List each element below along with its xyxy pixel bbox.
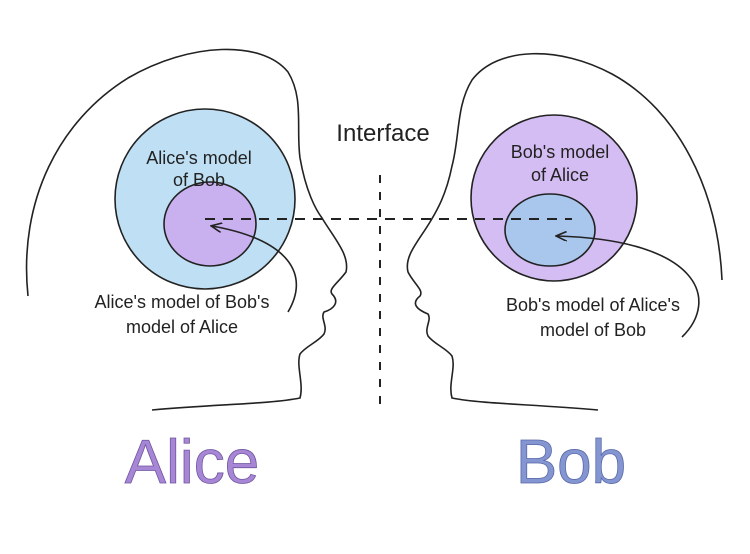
alice-name: Alice [125,428,259,497]
bob-nested-label-line1: Bob's model of Alice's [506,295,680,315]
bob-model-label-line1: Bob's model [511,142,610,162]
alice-model-label-line1: Alice's model [146,148,251,168]
alice-head-outline [25,48,348,411]
bob-pointer-arrow [557,236,700,338]
bob-nested-label-line2: model of Bob [540,320,646,340]
bob-nested-model-circle [504,193,596,267]
bob-model-label-line2: of Alice [531,165,589,185]
interface-label: Interface [336,120,429,147]
alice-nested-model-circle [163,181,257,267]
bob-head-outline [406,52,723,411]
bob-name: Bob [516,428,626,497]
alice-nested-label-line2: model of Alice [126,317,238,337]
alice-model-label-line2: of Bob [173,170,225,190]
alice-nested-label-line1: Alice's model of Bob's [95,292,270,312]
alice-pointer-arrow [212,226,298,313]
